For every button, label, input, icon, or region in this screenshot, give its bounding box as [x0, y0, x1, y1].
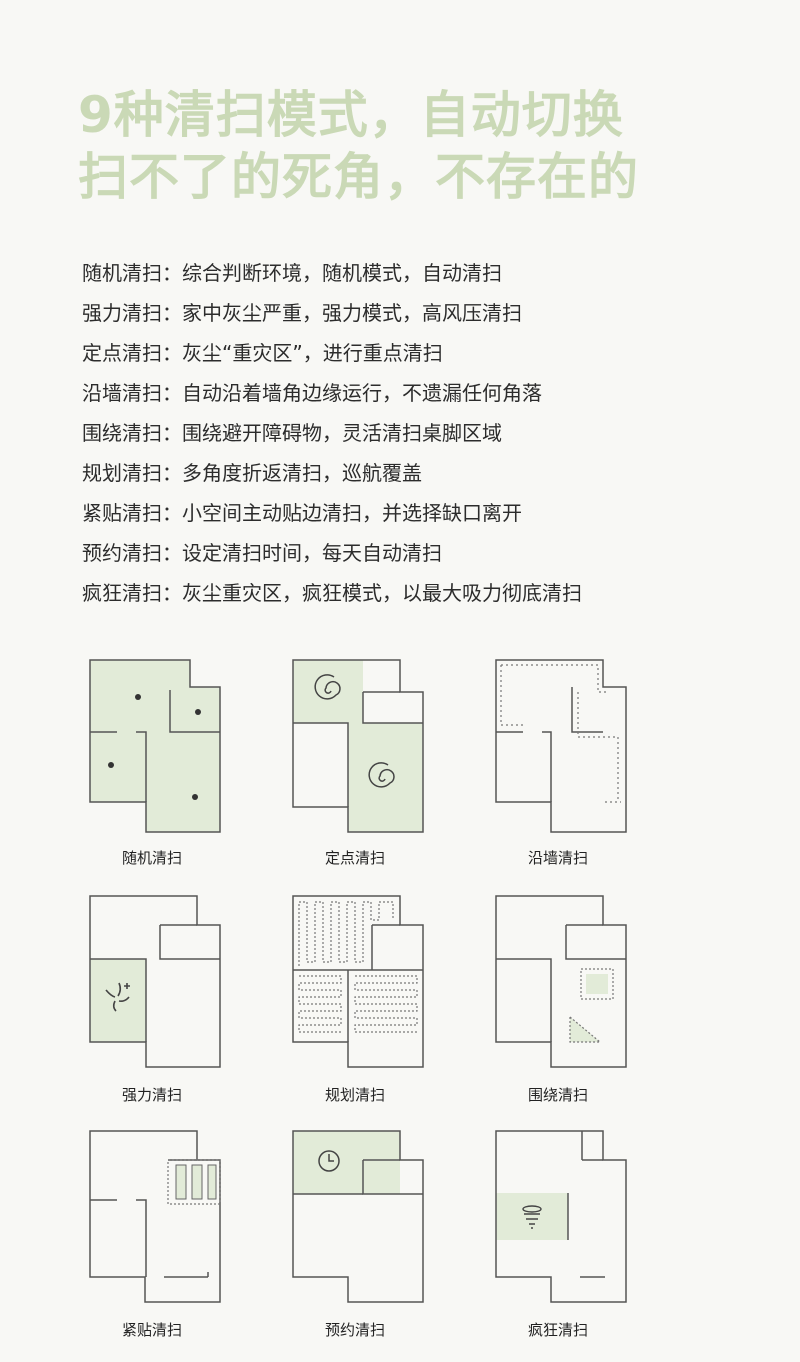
mode-item: 随机清扫：综合判断环境，随机模式，自动清扫 — [82, 261, 502, 285]
diagram-label: 规划清扫 — [324, 1086, 385, 1104]
diagram-crazy: 疯狂清扫 — [488, 1127, 688, 1342]
mode-item: 规划清扫：多角度折返清扫，巡航覆盖 — [82, 461, 422, 485]
diagram-label: 沿墙清扫 — [527, 849, 588, 867]
tornado-icon — [495, 1130, 627, 1303]
diagram-label: 围绕清扫 — [527, 1086, 588, 1104]
diagram-label: 强力清扫 — [121, 1086, 182, 1104]
fan-plus-icon — [89, 895, 221, 1068]
mode-item: 围绕清扫：围绕避开障碍物，灵活清扫桌脚区域 — [82, 421, 502, 445]
obstacle-loop-icon — [495, 895, 627, 1068]
mode-item: 紧贴清扫：小空间主动贴边清扫，并选择缺口离开 — [82, 501, 522, 525]
diagram-label: 疯狂清扫 — [527, 1321, 588, 1339]
mode-item: 预约清扫：设定清扫时间，每天自动清扫 — [82, 541, 442, 565]
diagram-random: 随机清扫 — [82, 655, 282, 870]
diagram-label: 定点清扫 — [324, 849, 385, 867]
edge-path-icon — [495, 659, 627, 833]
headline-line-2: 扫不了的死角，不存在的 — [78, 148, 639, 206]
random-dots-icon — [89, 659, 221, 833]
diagram-plan: 规划清扫 — [285, 892, 485, 1107]
clock-icon — [292, 1130, 424, 1303]
mode-item: 定点清扫：灰尘“重灾区”，进行重点清扫 — [82, 341, 443, 365]
diagram-surround: 围绕清扫 — [488, 892, 688, 1107]
mode-item: 沿墙清扫：自动沿着墙角边缘运行，不遗漏任何角落 — [82, 381, 542, 405]
diagram-spot: 定点清扫 — [285, 655, 485, 870]
diagram-label: 随机清扫 — [121, 849, 182, 867]
diagram-tight: 紧贴清扫 — [82, 1127, 282, 1342]
diagram-label: 紧贴清扫 — [121, 1321, 182, 1339]
diagram-schedule: 预约清扫 — [285, 1127, 485, 1342]
mode-list: 随机清扫：综合判断环境，随机模式，自动清扫 强力清扫：家中灰尘严重，强力模式，高… — [82, 253, 782, 613]
diagram-wall: 沿墙清扫 — [488, 655, 688, 870]
spiral-icon — [292, 659, 424, 833]
diagram-label: 预约清扫 — [324, 1321, 385, 1339]
diagram-power: 强力清扫 — [82, 892, 282, 1107]
headline: 9种清扫模式，自动切换 扫不了的死角，不存在的 — [78, 84, 778, 208]
tight-edge-icon — [89, 1130, 221, 1303]
zigzag-path-icon — [292, 895, 424, 1068]
headline-line-1: 9种清扫模式，自动切换 — [78, 86, 624, 144]
mode-item: 强力清扫：家中灰尘严重，强力模式，高风压清扫 — [82, 301, 522, 325]
mode-item: 疯狂清扫：灰尘重灾区，疯狂模式，以最大吸力彻底清扫 — [82, 581, 582, 605]
